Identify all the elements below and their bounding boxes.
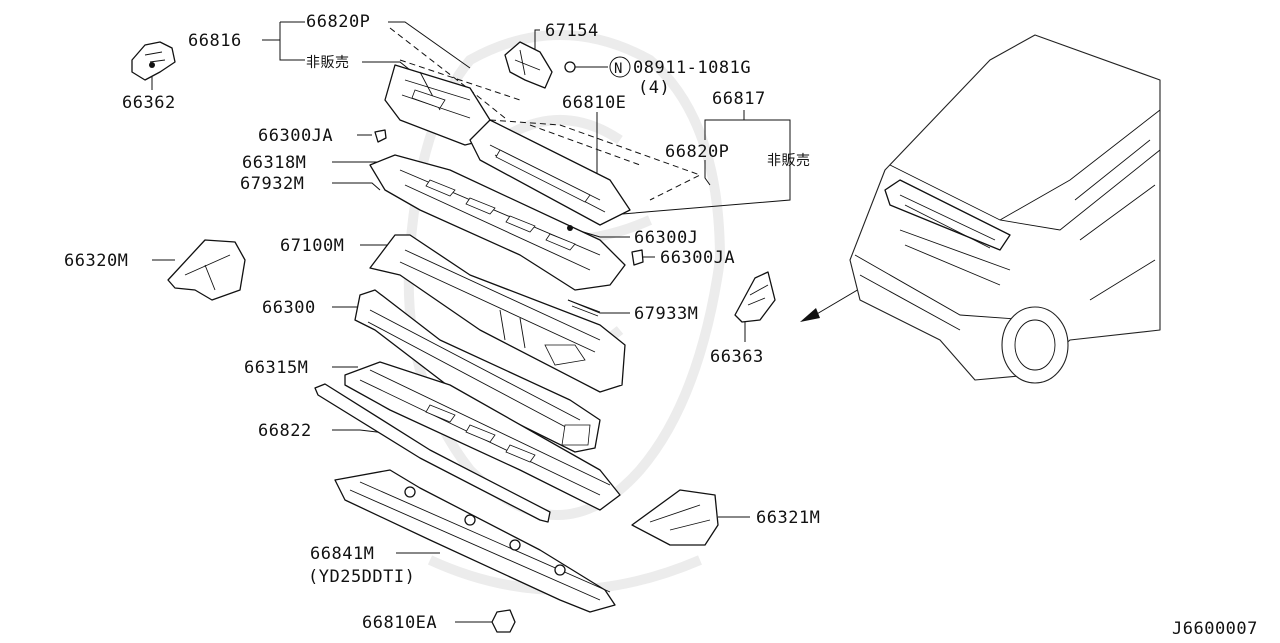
- part-66300JA-clip-top: [374, 129, 387, 143]
- label-nut-part: 08911-1081G: [633, 58, 751, 78]
- part-66300J-clip: [567, 225, 573, 231]
- label-66300JA-top: 66300JA: [258, 126, 333, 146]
- label-66810E: 66810E: [562, 93, 626, 113]
- label-66841M-note: (YD25DDTI): [308, 567, 415, 587]
- label-66315M: 66315M: [244, 358, 308, 378]
- label-66300: 66300: [262, 298, 316, 318]
- part-66810EA-nut: [491, 609, 516, 633]
- part-66300JA-clip-mid: [631, 249, 644, 266]
- part-66363-bracket: [734, 271, 776, 323]
- label-66841M: 66841M: [310, 544, 374, 564]
- part-67933M-seal: [567, 299, 601, 317]
- label-67154: 67154: [545, 21, 599, 41]
- part-66300-dash-lower: [354, 289, 601, 453]
- label-66300JA-mid: 66300JA: [660, 248, 735, 268]
- nut-symbol-circle: [609, 56, 631, 78]
- part-66841M-cover: [334, 469, 616, 613]
- label-66810EA: 66810EA: [362, 613, 437, 633]
- part-66822-weatherstrip: [314, 383, 551, 523]
- label-66362: 66362: [122, 93, 176, 113]
- label-66820P-right: 66820P: [665, 142, 729, 162]
- part-67100M-dash-upper: [369, 234, 626, 393]
- label-nut-symbol: N: [614, 61, 623, 77]
- label-66816: 66816: [188, 31, 242, 51]
- part-labels: 66816 66820P 非販売 67154 N 08911-1081G (4)…: [64, 12, 1258, 639]
- part-66817-cowl-top-right: [469, 119, 702, 226]
- part-66320M-bracket: [167, 239, 246, 301]
- label-66321M: 66321M: [756, 508, 820, 528]
- part-66321M-bracket: [631, 489, 719, 546]
- label-nonsale-right: 非販売: [767, 153, 811, 169]
- label-66320M: 66320M: [64, 251, 128, 271]
- label-nut-qty: (4): [638, 78, 670, 98]
- label-67932M: 67932M: [240, 174, 304, 194]
- label-67100M: 67100M: [280, 236, 344, 256]
- diagram-id: J6600007: [1172, 619, 1258, 638]
- label-67933M: 67933M: [634, 304, 698, 324]
- label-66820P-top: 66820P: [306, 12, 370, 32]
- part-66318M-panel: [369, 154, 626, 291]
- label-66817: 66817: [712, 89, 766, 109]
- label-66300J: 66300J: [634, 228, 698, 248]
- part-67154-clip: [504, 41, 576, 89]
- part-66362-bracket: [131, 41, 176, 81]
- vehicle-illustration: [849, 34, 1161, 384]
- label-66318M: 66318M: [242, 153, 306, 173]
- label-nonsale-top: 非販売: [306, 55, 350, 71]
- label-66363: 66363: [710, 347, 764, 367]
- part-66315M-member: [344, 361, 621, 511]
- label-66822: 66822: [258, 421, 312, 441]
